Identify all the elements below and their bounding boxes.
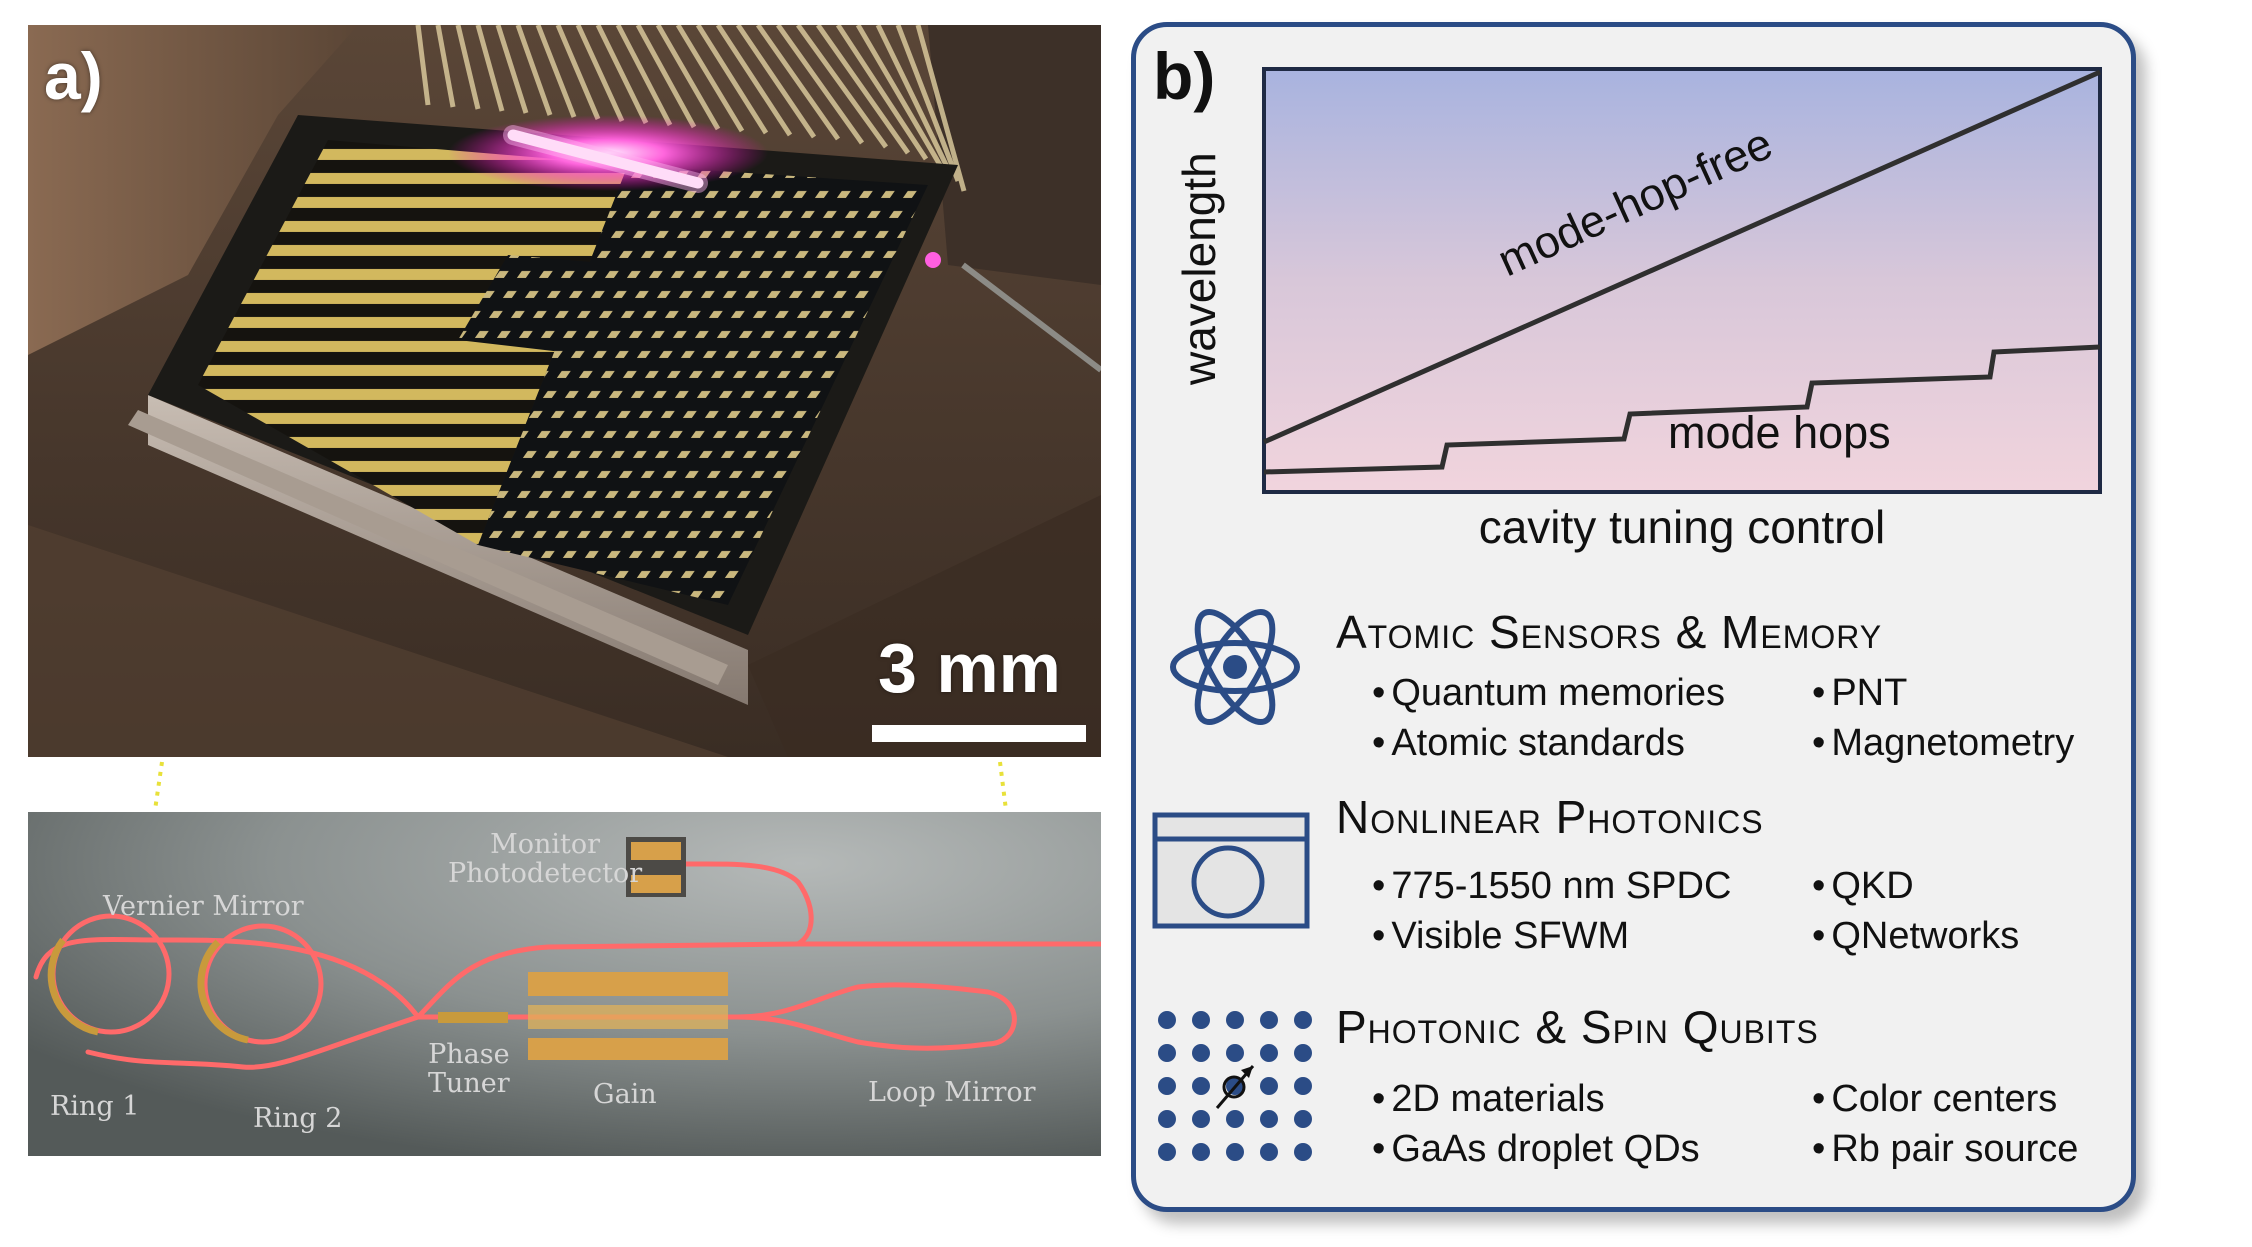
bullet-qkd: QKD xyxy=(1812,865,1913,908)
bullet-rb-pair-source: Rb pair source xyxy=(1812,1128,2078,1171)
mode-hop-free-line xyxy=(1262,69,2102,445)
bullet-magnetometry: Magnetometry xyxy=(1812,722,2074,765)
lattice-dot xyxy=(1192,1110,1210,1128)
bullet-spdc: 775-1550 nm SPDC xyxy=(1372,865,1731,908)
lattice-dot xyxy=(1192,1077,1210,1095)
lattice-dot xyxy=(1158,1110,1176,1128)
lattice-dot xyxy=(1158,1077,1176,1095)
lattice-dot xyxy=(1294,1110,1312,1128)
bullet-quantum-memories: Quantum memories xyxy=(1372,672,1725,715)
bullet-atomic-standards: Atomic standards xyxy=(1372,722,1685,765)
bullet-2d-materials: 2D materials xyxy=(1372,1078,1604,1121)
lattice-dot xyxy=(1158,1143,1176,1161)
section-title-atomic: Atomic Sensors & Memory xyxy=(1336,606,1883,658)
lattice-dot xyxy=(1294,1077,1312,1095)
panel-a-label: a) xyxy=(44,39,103,113)
scale-bar xyxy=(872,725,1086,742)
tuning-plot: mode-hop-free xyxy=(1262,67,2102,494)
vernier-mirror-label: Vernier Mirror xyxy=(103,891,304,922)
mode-hops-label: mode hops xyxy=(1668,407,1891,458)
lattice-dot xyxy=(1260,1011,1278,1029)
x-axis-label: cavity tuning control xyxy=(1478,501,1886,553)
bullet-color-centers: Color centers xyxy=(1812,1078,2057,1121)
gain-label: Gain xyxy=(593,1079,657,1110)
loop-mirror-label: Loop Mirror xyxy=(868,1077,1036,1108)
plot-area xyxy=(1262,67,2102,494)
lattice-dot xyxy=(1294,1143,1312,1161)
lattice-dot xyxy=(1158,1044,1176,1062)
chip-photo xyxy=(28,25,1101,757)
spin-lattice-icon xyxy=(1158,1011,1312,1161)
bullet-qnetworks: QNetworks xyxy=(1812,915,2019,958)
lattice-dot xyxy=(1158,1011,1176,1029)
scale-bar-label: 3 mm xyxy=(878,629,1061,707)
lattice-dot xyxy=(1226,1044,1244,1062)
ring-1-label: Ring 1 xyxy=(50,1091,140,1122)
mode-hops-line xyxy=(1263,344,2101,475)
bullet-gaas-qds: GaAs droplet QDs xyxy=(1372,1128,1699,1171)
lattice-dot xyxy=(1260,1143,1278,1161)
lattice-dot xyxy=(1294,1011,1312,1029)
y-axis-label: wavelength xyxy=(1173,152,1225,385)
lattice-dot xyxy=(1260,1110,1278,1128)
lattice-dot xyxy=(1192,1143,1210,1161)
lattice-dot xyxy=(1260,1044,1278,1062)
bullet-visible-sfwm: Visible SFWM xyxy=(1372,915,1629,958)
lattice-dot xyxy=(1226,1110,1244,1128)
resonator-icon xyxy=(1152,812,1310,929)
lattice-dot xyxy=(1192,1011,1210,1029)
lattice-dot xyxy=(1294,1044,1312,1062)
panel-b-label: b) xyxy=(1153,39,1216,113)
ring-2-label: Ring 2 xyxy=(253,1103,343,1134)
atom-icon xyxy=(1170,608,1300,726)
lattice-dot xyxy=(1226,1143,1244,1161)
section-title-nonlinear: Nonlinear Photonics xyxy=(1336,791,1764,843)
lattice-dot xyxy=(1260,1077,1278,1095)
lattice-dot xyxy=(1192,1044,1210,1062)
lattice-dot xyxy=(1226,1011,1244,1029)
bullet-pnt: PNT xyxy=(1812,672,1907,715)
section-title-qubits: Photonic & Spin Qubits xyxy=(1336,1001,1819,1053)
